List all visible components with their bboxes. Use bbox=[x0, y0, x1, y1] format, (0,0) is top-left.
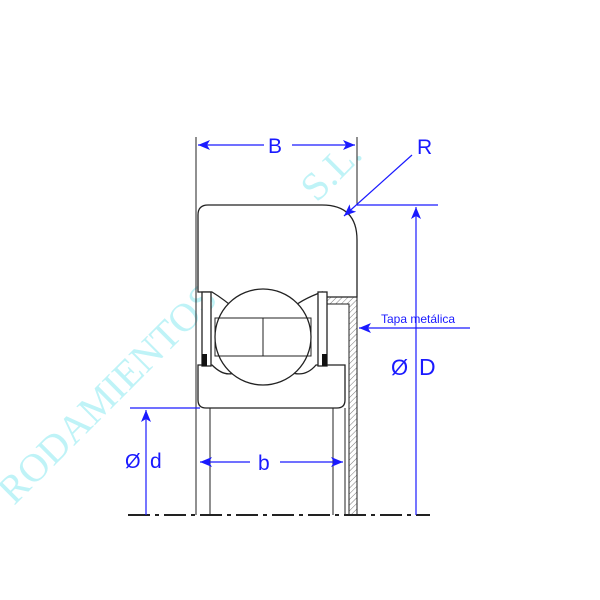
metal-cap-callout: Tapa metálica bbox=[359, 312, 470, 333]
label-B: B bbox=[268, 135, 282, 158]
label-R: R bbox=[417, 136, 432, 159]
dimension-d: Ø d bbox=[125, 407, 200, 515]
dimension-D: Ø D bbox=[357, 204, 438, 515]
dimension-R: R bbox=[343, 136, 432, 217]
dimension-b: b bbox=[200, 452, 343, 475]
label-tapa-metalica: Tapa metálica bbox=[381, 312, 455, 326]
diameter-symbol-D: Ø bbox=[391, 355, 408, 380]
ball bbox=[214, 288, 312, 386]
dimension-B: B bbox=[198, 135, 355, 158]
diameter-symbol-d: Ø bbox=[125, 451, 141, 473]
label-d: d bbox=[150, 450, 162, 473]
shields bbox=[201, 291, 328, 367]
label-D: D bbox=[419, 354, 436, 380]
watermark: RODAMIENTOS C.E.R., S.L. bbox=[0, 131, 370, 513]
label-b: b bbox=[258, 452, 270, 475]
